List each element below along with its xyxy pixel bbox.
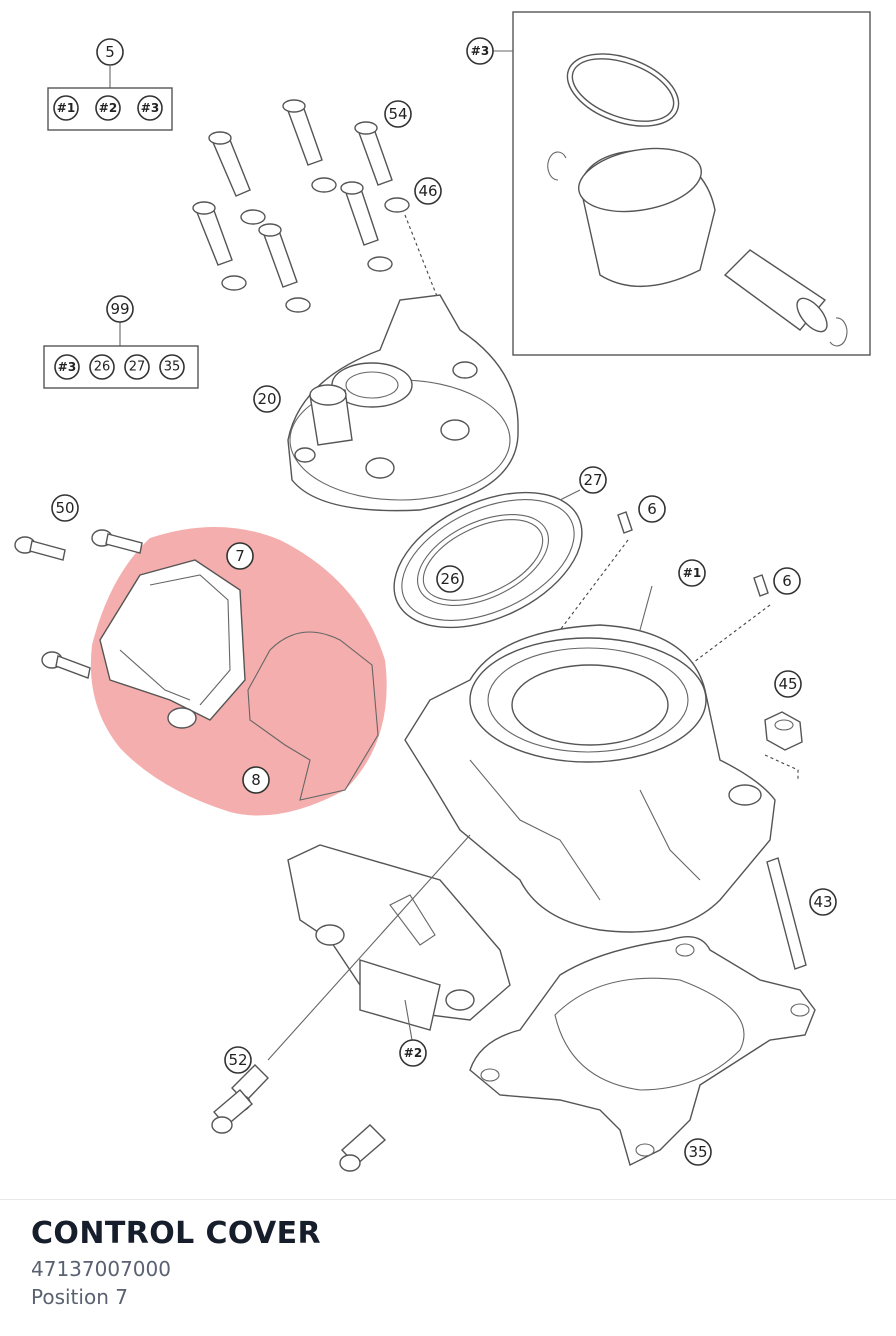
dowel-pins: 6 6 — [544, 495, 801, 681]
callout-cylinder-1[interactable]: #1 — [678, 559, 706, 587]
svg-text:#3: #3 — [141, 101, 159, 115]
svg-text:5: 5 — [105, 43, 115, 61]
callout-kit99-27[interactable]: 27 — [124, 354, 150, 380]
part-info-panel: CONTROL COVER 47137007000 Position 7 — [0, 1199, 896, 1336]
callout-45[interactable]: 45 — [774, 670, 802, 698]
callout-20[interactable]: 20 — [253, 385, 281, 413]
svg-text:52: 52 — [228, 1051, 247, 1069]
part-number: 47137007000 — [31, 1257, 171, 1281]
callout-54[interactable]: 54 — [384, 100, 412, 128]
svg-text:43: 43 — [813, 893, 832, 911]
callout-46[interactable]: 46 — [414, 177, 442, 205]
kit-group-99[interactable]: 99 #3 26 27 35 — [43, 295, 199, 389]
callout-99[interactable]: 99 — [106, 295, 134, 323]
svg-text:6: 6 — [647, 500, 657, 518]
cylinder-head: 20 — [253, 294, 519, 512]
svg-text:#1: #1 — [683, 566, 701, 580]
svg-text:26: 26 — [440, 570, 459, 588]
svg-text:20: 20 — [257, 390, 276, 408]
head-bolts: 54 46 — [192, 99, 461, 356]
svg-text:26: 26 — [94, 360, 111, 375]
svg-text:45: 45 — [778, 675, 797, 693]
svg-text:35: 35 — [164, 360, 181, 375]
svg-text:27: 27 — [583, 471, 602, 489]
callout-kit-2[interactable]: #2 — [95, 95, 121, 121]
svg-text:7: 7 — [235, 547, 245, 565]
callout-7[interactable]: 7 — [226, 542, 254, 570]
callout-5[interactable]: 5 — [96, 38, 124, 66]
svg-text:8: 8 — [251, 771, 261, 789]
callout-8[interactable]: 8 — [242, 766, 270, 794]
callout-kit99-3[interactable]: #3 — [54, 354, 80, 380]
screws-50: 50 — [14, 494, 143, 679]
exhaust-control: #2 — [267, 834, 511, 1067]
svg-text:46: 46 — [418, 182, 437, 200]
callout-kit99-35[interactable]: 35 — [159, 354, 185, 380]
callout-exhaust-2[interactable]: #2 — [399, 1039, 427, 1067]
svg-text:#3: #3 — [471, 44, 489, 58]
svg-text:#1: #1 — [57, 101, 75, 115]
svg-text:99: 99 — [110, 300, 129, 318]
callout-43[interactable]: 43 — [809, 888, 837, 916]
head-gaskets: 27 26 — [393, 466, 607, 629]
callout-6-lower[interactable]: 6 — [773, 567, 801, 595]
exploded-parts-diagram: 5 #1 #2 #3 99 #3 26 27 35 — [14, 11, 871, 1172]
part-name: CONTROL COVER — [31, 1216, 321, 1251]
svg-text:#3: #3 — [58, 360, 76, 374]
callout-kit-1[interactable]: #1 — [53, 95, 79, 121]
kit-group-5[interactable]: 5 #1 #2 #3 — [47, 38, 173, 131]
stud-43: 43 — [766, 857, 837, 970]
callout-piston-kit-3[interactable]: #3 — [466, 37, 494, 65]
callout-27[interactable]: 27 — [579, 466, 607, 494]
control-cover-highlight[interactable]: 7 8 — [90, 526, 387, 816]
callout-kit-3[interactable]: #3 — [137, 95, 163, 121]
part-position: Position 7 — [31, 1285, 128, 1309]
svg-text:35: 35 — [688, 1143, 707, 1161]
cylinder: #1 — [404, 559, 776, 933]
screws-52: 52 — [211, 1046, 387, 1172]
svg-text:50: 50 — [55, 499, 74, 517]
piston-box: #3 — [466, 11, 871, 356]
callout-52[interactable]: 52 — [224, 1046, 252, 1074]
callout-35[interactable]: 35 — [684, 1138, 712, 1166]
svg-text:6: 6 — [782, 572, 792, 590]
svg-text:#2: #2 — [404, 1046, 422, 1060]
callout-26[interactable]: 26 — [436, 565, 464, 593]
svg-text:54: 54 — [388, 105, 407, 123]
callout-6-upper[interactable]: 6 — [638, 495, 666, 523]
nut-45: 45 — [764, 670, 803, 780]
svg-text:27: 27 — [129, 360, 146, 375]
callout-50[interactable]: 50 — [51, 494, 79, 522]
svg-text:#2: #2 — [99, 101, 117, 115]
callout-kit99-26[interactable]: 26 — [89, 354, 115, 380]
base-gasket: 35 — [469, 936, 816, 1167]
